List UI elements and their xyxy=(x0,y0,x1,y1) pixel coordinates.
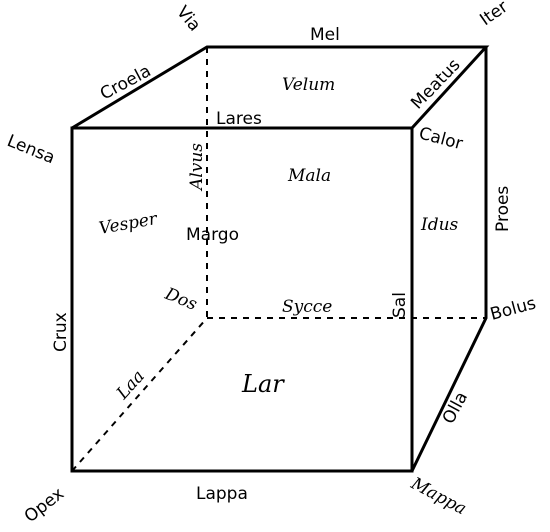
edge-label-sycce: Sycce xyxy=(282,297,332,317)
vertex-label-bolus: Bolus xyxy=(488,293,538,324)
edge-label-mel: Mel xyxy=(310,25,340,45)
right-side-outline xyxy=(410,47,488,472)
vertex-label-iter: Iter xyxy=(476,0,511,30)
edge-label-crux: Crux xyxy=(51,312,71,352)
edge-label-laa: Laa xyxy=(112,367,149,405)
vertex-label-via: Via xyxy=(172,2,204,35)
vertex-label-lensa: Lensa xyxy=(4,131,58,168)
face-label-lar: Lar xyxy=(241,370,285,398)
edge-label-olla: Olla xyxy=(439,389,472,428)
face-label-vesper: Vesper xyxy=(97,209,159,239)
face-label-mala: Mala xyxy=(287,166,331,186)
top-face-outline xyxy=(71,45,490,130)
hidden-edge-bottom-left xyxy=(71,317,208,472)
vertex-label-mappa: Mappa xyxy=(407,473,470,519)
vertex-label-calor: Calor xyxy=(417,124,465,155)
edge-label-lappa: Lappa xyxy=(196,484,248,504)
edge-label-alvus: Alvus xyxy=(187,143,207,192)
front-face-outline xyxy=(70,126,414,473)
face-label-velum: Velum xyxy=(282,75,335,95)
edge-label-sal: Sal xyxy=(390,292,410,318)
vertex-label-opex: Opex xyxy=(21,484,68,527)
edge-label-croela: Croela xyxy=(97,61,155,104)
edge-label-meatus: Meatus xyxy=(407,55,464,113)
vertex-label-dos: Dos xyxy=(161,284,200,315)
edge-label-lares: Lares xyxy=(216,109,262,129)
face-label-idus: Idus xyxy=(420,215,459,235)
edge-label-proes: Proes xyxy=(493,186,513,232)
center-label-margo: Margo xyxy=(186,225,239,245)
